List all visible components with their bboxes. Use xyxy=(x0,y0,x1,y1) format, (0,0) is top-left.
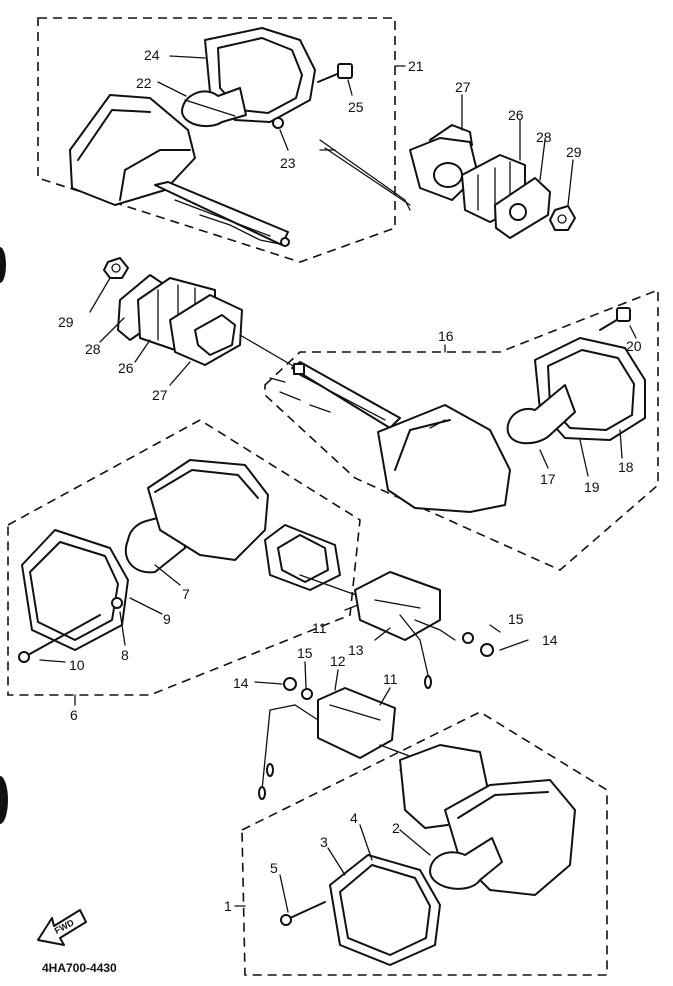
part-label-3: 3 xyxy=(320,834,328,850)
part-label-24: 24 xyxy=(144,47,160,63)
part-label-27-upper: 27 xyxy=(455,79,471,95)
part-label-11-lower: 11 xyxy=(383,671,398,687)
scan-edge-marks xyxy=(0,247,8,824)
part-label-12: 12 xyxy=(330,653,346,669)
part-label-4: 4 xyxy=(350,810,358,826)
part-label-8: 8 xyxy=(121,647,129,663)
assembly-1-rear-right-signal xyxy=(234,711,608,976)
part-label-28-middle: 28 xyxy=(85,341,101,357)
part-label-20: 20 xyxy=(626,338,642,354)
part-label-10: 10 xyxy=(69,657,85,673)
part-number-labels: 24 22 21 25 23 27 26 28 29 29 28 26 27 1… xyxy=(58,47,642,914)
part-label-15-left: 15 xyxy=(297,645,313,661)
forward-direction-arrow: FWD xyxy=(37,909,87,946)
part-label-14-left: 14 xyxy=(233,675,249,691)
leader-lines-top xyxy=(157,55,411,211)
part-label-1: 1 xyxy=(224,898,232,914)
part-label-18: 18 xyxy=(618,459,634,475)
part-label-9: 9 xyxy=(163,611,171,627)
part-label-25: 25 xyxy=(348,99,364,115)
part-label-2: 2 xyxy=(392,820,400,836)
assembly-6-rear-left-signal xyxy=(7,419,371,706)
brackets-center xyxy=(254,571,529,800)
part-label-6: 6 xyxy=(70,707,78,723)
assembly-21-front-left-signal xyxy=(37,17,396,263)
part-label-26-middle: 26 xyxy=(118,360,134,376)
mount-parts-upper xyxy=(409,94,576,239)
connector-lines-mid xyxy=(239,147,411,371)
part-label-19: 19 xyxy=(584,479,600,495)
part-label-29-middle: 29 xyxy=(58,314,74,330)
part-label-14-right: 14 xyxy=(542,632,558,648)
part-label-22: 22 xyxy=(136,75,152,91)
part-label-7: 7 xyxy=(182,586,190,602)
part-label-15-right: 15 xyxy=(508,611,524,627)
mount-parts-middle xyxy=(89,257,243,386)
part-label-16: 16 xyxy=(438,328,454,344)
part-label-23: 23 xyxy=(280,155,296,171)
part-label-11-upper: 11 xyxy=(312,620,327,636)
part-label-13: 13 xyxy=(348,642,364,658)
part-label-21: 21 xyxy=(408,58,424,74)
part-label-26-upper: 26 xyxy=(508,107,524,123)
diagram-caption: 4HA700-4430 xyxy=(42,961,117,975)
part-label-29-upper: 29 xyxy=(566,144,582,160)
part-label-5: 5 xyxy=(270,860,278,876)
part-label-27-middle: 27 xyxy=(152,387,168,403)
assembly-16-front-right-signal xyxy=(264,288,659,571)
part-label-17: 17 xyxy=(540,471,556,487)
part-label-28-upper: 28 xyxy=(536,129,552,145)
